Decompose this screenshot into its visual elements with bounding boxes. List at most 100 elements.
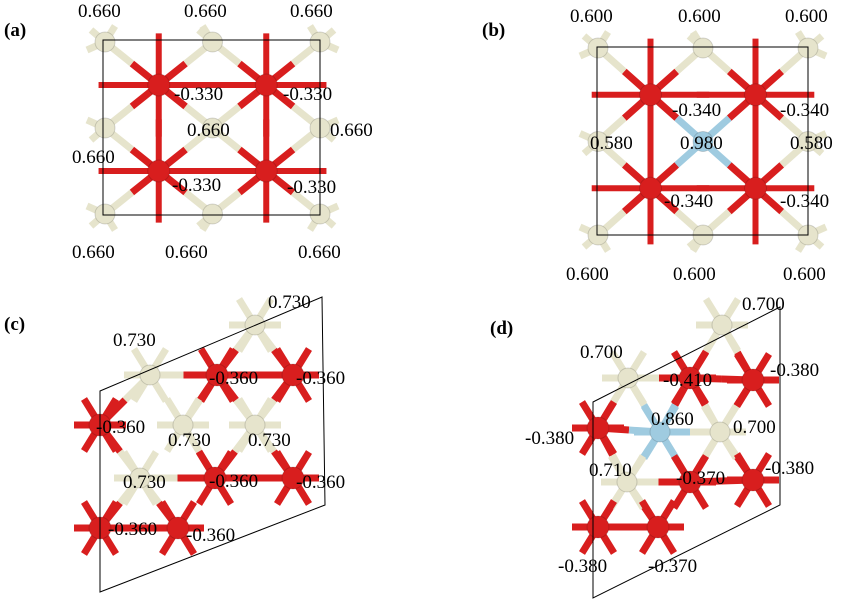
charge-label: -0.370 [648,556,697,577]
metal-atom [616,471,638,493]
charge-label: -0.360 [209,368,258,389]
charge-label: -0.330 [174,84,223,105]
metal-atom [587,37,609,59]
oxygen-atom [678,366,702,390]
charge-label: -0.380 [525,428,574,449]
oxygen-atom [586,416,610,440]
dopant-atom [692,131,714,152]
charge-label: 0.710 [589,460,632,481]
metal-atom [139,364,161,386]
charge-label: -0.360 [296,472,345,493]
charge-label: 0.660 [72,242,115,263]
charge-label: 0.660 [187,120,230,141]
charge-label: -0.340 [780,100,829,121]
oxygen-atom [147,159,171,183]
metal-atom [129,467,151,489]
charge-label: -0.360 [209,471,258,492]
charges-d: 0.700 0.700 -0.410 -0.380 0.860 0.700 -0… [525,294,819,577]
oxygen-atom [281,363,305,387]
charge-label: 0.730 [248,430,291,451]
panel-label-b: (b) [482,20,505,41]
metal-atom [94,31,116,53]
metal-atom [94,117,116,139]
charge-label: 0.660 [298,242,341,263]
charges-b: 0.600 0.600 0.600 -0.340 -0.340 0.580 0.… [566,6,833,285]
oxygen-atom [678,470,702,494]
metal-atom [202,31,223,53]
metal-atom [202,117,223,139]
unit-cell-d [592,306,781,599]
charge-label: 0.580 [790,133,833,154]
oxygen-atom [166,516,190,540]
charge-label: 0.700 [733,417,776,438]
charge-label: -0.380 [558,556,607,577]
charges-c: 0.730 0.730 -0.360 -0.360 -0.360 0.730 0… [96,292,345,546]
panel-label-a: (a) [4,20,26,41]
metal-atom [202,203,223,225]
oxygen-atom [741,368,765,392]
panel-label-d: (d) [490,318,513,339]
atoms-layer [88,31,819,540]
charge-label: 0.600 [783,264,826,285]
oxygen-atom [586,515,610,539]
charge-label: 0.860 [651,409,694,430]
oxygen-atom [639,176,662,200]
panel-label-c: (c) [4,314,25,335]
oxygen-atom [744,176,767,200]
metal-atom [587,131,609,152]
charge-label: 0.580 [590,133,633,154]
charge-label: -0.360 [186,525,235,546]
charge-label: 0.660 [330,120,373,141]
charge-label: -0.340 [664,191,713,212]
dopant-atom [649,421,671,443]
charge-label: 0.730 [168,430,211,451]
oxygen-atom [254,159,278,183]
unit-cell-b [596,46,809,236]
charge-label: 0.660 [72,147,115,168]
charge-label: 0.600 [566,264,609,285]
charge-label: -0.330 [172,175,221,196]
charge-label: 0.600 [673,264,716,285]
charge-label: 0.730 [123,472,166,493]
unit-cell-a [102,39,321,216]
charge-label: -0.410 [663,370,712,391]
charge-label: -0.330 [283,84,332,105]
metal-atom [244,414,266,436]
charge-label: -0.360 [96,417,145,438]
metal-atom [617,367,639,389]
charge-label: -0.330 [287,177,336,198]
charge-label: -0.360 [296,368,345,389]
charge-label: 0.700 [742,294,785,315]
charge-label: 0.600 [570,6,613,27]
charge-label: -0.380 [770,360,819,381]
charge-label: 0.660 [290,1,333,22]
charge-label: -0.370 [676,468,725,489]
charge-label: 0.730 [268,292,311,313]
oxygen-atom [281,466,305,490]
oxygen-atom [205,363,229,387]
metal-atom [94,203,116,225]
oxygen-atom [646,515,670,539]
oxygen-atom [639,83,662,107]
charge-label: 0.700 [580,342,623,363]
charge-label: 0.600 [785,6,828,27]
charges-a: 0.660 0.660 0.660 -0.330 -0.330 0.660 0.… [72,1,373,263]
charge-label: -0.380 [765,458,814,479]
charge-label: 0.660 [165,242,208,263]
charge-label: -0.340 [780,191,829,212]
unit-cells [99,39,809,599]
unit-cell-c [99,296,326,593]
charge-label: 0.730 [113,330,156,351]
oxygen-atom [741,468,765,492]
charge-label: 0.660 [78,1,121,22]
charge-label: -0.360 [108,519,157,540]
charge-label: -0.340 [672,100,721,121]
metal-atom [709,421,731,443]
metal-atom [172,414,194,436]
oxygen-atom [147,73,171,97]
metal-atom [711,314,733,336]
oxygen-atom [254,73,278,97]
charge-label: 0.980 [680,133,723,154]
